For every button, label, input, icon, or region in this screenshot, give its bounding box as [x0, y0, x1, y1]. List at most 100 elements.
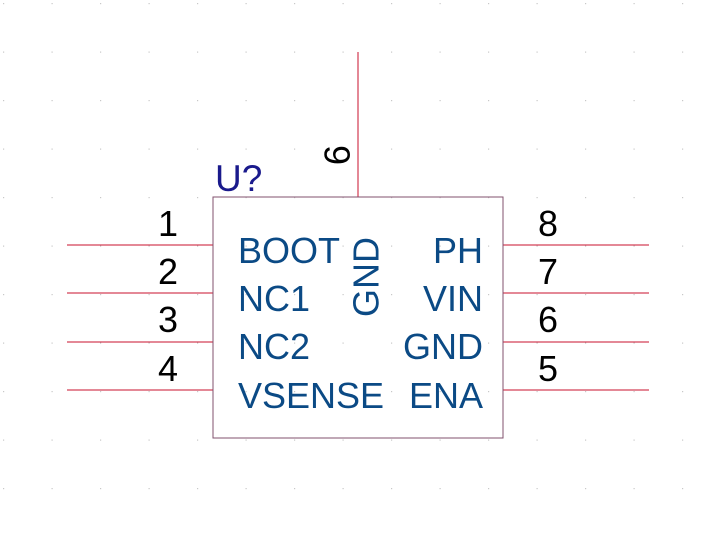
grid-dot [148, 197, 150, 199]
grid-dot [3, 391, 5, 393]
pin-5-name: ENA [409, 375, 483, 416]
grid-dot [585, 439, 587, 441]
pin-9-name: GND [346, 237, 387, 317]
grid-dot [391, 148, 393, 150]
grid-dot [342, 100, 344, 102]
grid-dot [536, 100, 538, 102]
grid-dot [391, 51, 393, 53]
grid-dot [585, 148, 587, 150]
grid-dot [342, 488, 344, 490]
grid-dot [536, 488, 538, 490]
grid-dot [294, 3, 296, 5]
grid-dot [488, 148, 490, 150]
grid-dot [294, 488, 296, 490]
grid-dot [391, 342, 393, 344]
grid-dot [245, 391, 247, 393]
grid-dot [682, 488, 684, 490]
grid-dot [536, 197, 538, 199]
grid-dot [585, 100, 587, 102]
grid-dot [51, 488, 53, 490]
grid-dot [536, 148, 538, 150]
grid-dot [245, 197, 247, 199]
grid-dot [391, 100, 393, 102]
grid-dot [3, 439, 5, 441]
grid-dot [197, 245, 199, 247]
grid-dot [51, 197, 53, 199]
grid-dot [439, 391, 441, 393]
grid-dot [682, 342, 684, 344]
grid-dot [536, 342, 538, 344]
grid-dot [51, 3, 53, 5]
grid-dot [682, 294, 684, 296]
grid-dot [51, 245, 53, 247]
grid-dot [391, 294, 393, 296]
grid-dot [391, 3, 393, 5]
grid-dot [633, 294, 635, 296]
grid-dot [633, 245, 635, 247]
grid-dot [197, 391, 199, 393]
grid-dot [488, 100, 490, 102]
grid-dot [391, 439, 393, 441]
grid-dot [100, 100, 102, 102]
grid-dot [391, 245, 393, 247]
grid-dot [342, 245, 344, 247]
grid-dot [536, 51, 538, 53]
grid-dot [245, 148, 247, 150]
grid-dot [100, 294, 102, 296]
grid-dot [342, 342, 344, 344]
grid-dot [536, 294, 538, 296]
grid-dot [294, 342, 296, 344]
grid-dot [682, 3, 684, 5]
grid-dot [245, 294, 247, 296]
grid-dot [51, 148, 53, 150]
grid-dot [3, 197, 5, 199]
grid-dot [197, 51, 199, 53]
grid-dot [682, 197, 684, 199]
grid-dot [148, 488, 150, 490]
grid-dot [148, 3, 150, 5]
grid-dot [294, 391, 296, 393]
grid-dots [3, 3, 684, 490]
grid-dot [245, 245, 247, 247]
grid-dot [633, 3, 635, 5]
grid-dot [342, 51, 344, 53]
grid-dot [585, 294, 587, 296]
grid-dot [439, 439, 441, 441]
grid-dot [294, 294, 296, 296]
grid-dot [245, 100, 247, 102]
grid-dot [148, 342, 150, 344]
grid-dot [633, 439, 635, 441]
grid-dot [245, 3, 247, 5]
grid-dot [488, 294, 490, 296]
grid-dot [585, 342, 587, 344]
pin-1-number: 1 [158, 203, 178, 244]
grid-dot [585, 51, 587, 53]
grid-dot [294, 148, 296, 150]
component-body[interactable] [212, 196, 504, 439]
grid-dot [682, 245, 684, 247]
pin-9-number: 9 [317, 145, 358, 165]
grid-dot [148, 245, 150, 247]
grid-dot [51, 294, 53, 296]
pin-7-name: VIN [423, 278, 483, 319]
grid-dot [439, 51, 441, 53]
grid-dot [536, 391, 538, 393]
grid-dot [439, 294, 441, 296]
grid-dot [197, 3, 199, 5]
reference-designator[interactable]: U? [215, 158, 262, 199]
grid-dot [197, 100, 199, 102]
grid-dot [488, 342, 490, 344]
pin-3-name: NC2 [238, 326, 310, 367]
pin-6-number: 6 [538, 299, 558, 340]
grid-dot [100, 488, 102, 490]
pin-7-number: 7 [538, 251, 558, 292]
grid-dot [536, 245, 538, 247]
grid-dot [197, 294, 199, 296]
grid-dot [682, 148, 684, 150]
grid-dot [342, 148, 344, 150]
grid-dot [3, 488, 5, 490]
grid-dot [148, 439, 150, 441]
grid-dot [488, 3, 490, 5]
grid-dot [585, 3, 587, 5]
